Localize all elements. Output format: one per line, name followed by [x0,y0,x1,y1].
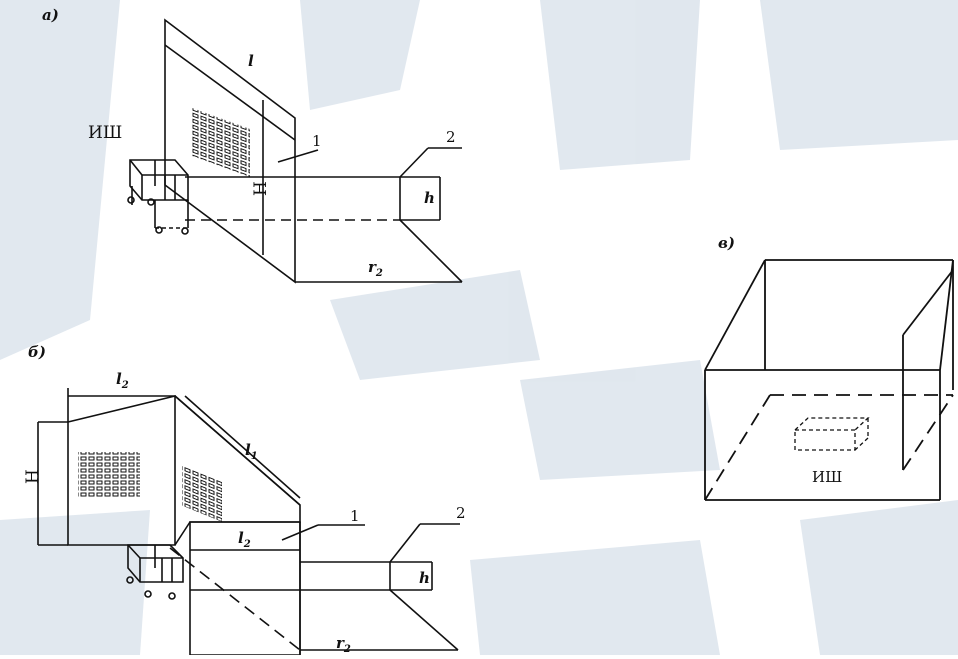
panel-b-dim-r: r2 [336,634,351,655]
panel-c: в) ИШ [704,234,954,501]
panel-c-source-icon [794,417,870,451]
panel-b-tag: б) [28,343,46,361]
panel-a-dim-r: r2 [368,258,383,279]
panel-b: б) l2 H l1 l2 r2 h [23,343,466,656]
panel-b-dim-H: H [23,469,43,484]
panel-b-dim-h: h [419,569,430,587]
panel-a-tag: а) [42,6,59,24]
panel-a-dim-h: h [424,189,435,207]
panel-a-pattern [192,107,250,177]
panel-a: а) l H r2 h 1 2 ИШ [42,6,463,284]
panel-c-source-label: ИШ [812,468,842,486]
panel-a-marker-2: 2 [446,128,456,146]
panel-b-dim-l2-top: l2 [116,370,129,391]
panel-c-tag: в) [718,234,735,252]
panel-b-marker-2: 2 [456,504,466,522]
panel-a-dim-H: H [251,181,271,196]
panel-a-source-label: ИШ [88,123,122,143]
panel-b-pattern-right [182,465,222,522]
panel-b-dim-l2-mid: l2 [238,529,251,550]
panel-b-marker-1: 1 [350,507,360,525]
panel-b-dim-l1: l1 [245,441,258,462]
panel-a-marker-1: 1 [312,132,322,150]
panel-a-dim-l: l [248,52,254,70]
panel-b-pattern-left [78,452,140,498]
panel-a-source-icon [127,159,189,235]
panel-b-source-icon [126,544,184,600]
